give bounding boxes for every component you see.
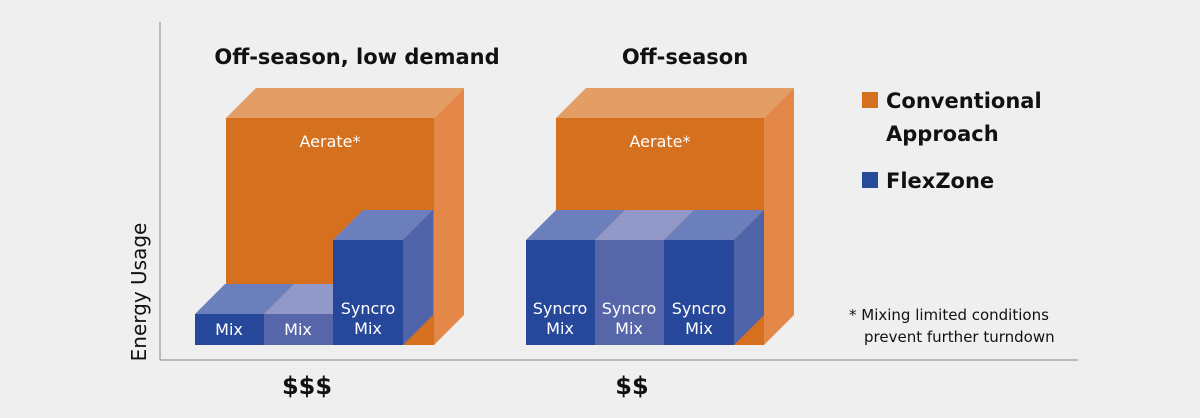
cost-label: $$$ [282,372,332,400]
flexzone-block-syncro-mix-3: Syncro Mix [664,210,764,345]
footnote-line2: prevent further turndown [864,328,1055,346]
footnote: * Mixing limited conditions prevent furt… [849,306,1055,346]
cost-label: $$ [615,372,648,400]
flexzone-block-syncro-mix-2: Syncro Mix [595,210,694,345]
flexzone-block-syncro-mix: Syncro Mix [333,210,433,345]
block-front [264,314,333,345]
block-label-line2: Mix [546,319,574,338]
aerate-block-side [434,88,464,345]
block-label: Mix [284,320,312,339]
legend-swatch-conventional [862,92,878,108]
block-top [195,284,294,314]
block-label-line2: Mix [615,319,643,338]
aerate-label: Aerate* [629,132,690,151]
panel-title: Off-season, low demand [214,45,499,69]
legend-label-conventional-line2: Approach [886,122,999,146]
footnote-line1: * Mixing limited conditions [849,306,1049,324]
block-top [333,210,433,240]
legend: Conventional Approach FlexZone [862,89,1042,193]
block-label-line2: Mix [685,319,713,338]
block-label-line2: Mix [354,319,382,338]
aerate-block-top [226,88,464,118]
panel-title: Off-season [622,45,748,69]
block-front [595,240,664,345]
block-side [403,210,433,345]
aerate-block-side [764,88,794,345]
block-front [526,240,595,345]
block-side [734,210,764,345]
aerate-block-top [556,88,794,118]
block-front [664,240,734,345]
block-top [526,210,625,240]
block-front [333,240,403,345]
panel-off-season: Off-season Aerate* Syncro Mix Syncro Mix… [526,45,794,400]
panel-off-season-low-demand: Off-season, low demand Aerate* Mix Mix S… [195,45,500,400]
block-label-line1: Syncro [341,299,396,318]
flexzone-block-syncro-mix-1: Syncro Mix [526,210,625,345]
legend-swatch-flexzone [862,172,878,188]
block-label-line1: Syncro [533,299,588,318]
y-axis-label: Energy Usage [127,223,151,362]
flexzone-block-mix-1: Mix [195,284,294,345]
block-front [195,314,264,345]
legend-label-flexzone: FlexZone [886,169,994,193]
block-top [595,210,694,240]
legend-label-conventional-line1: Conventional [886,89,1042,113]
aerate-label: Aerate* [299,132,360,151]
block-label-line1: Syncro [602,299,657,318]
block-label-line1: Syncro [672,299,727,318]
block-label: Mix [215,320,243,339]
block-top [664,210,764,240]
